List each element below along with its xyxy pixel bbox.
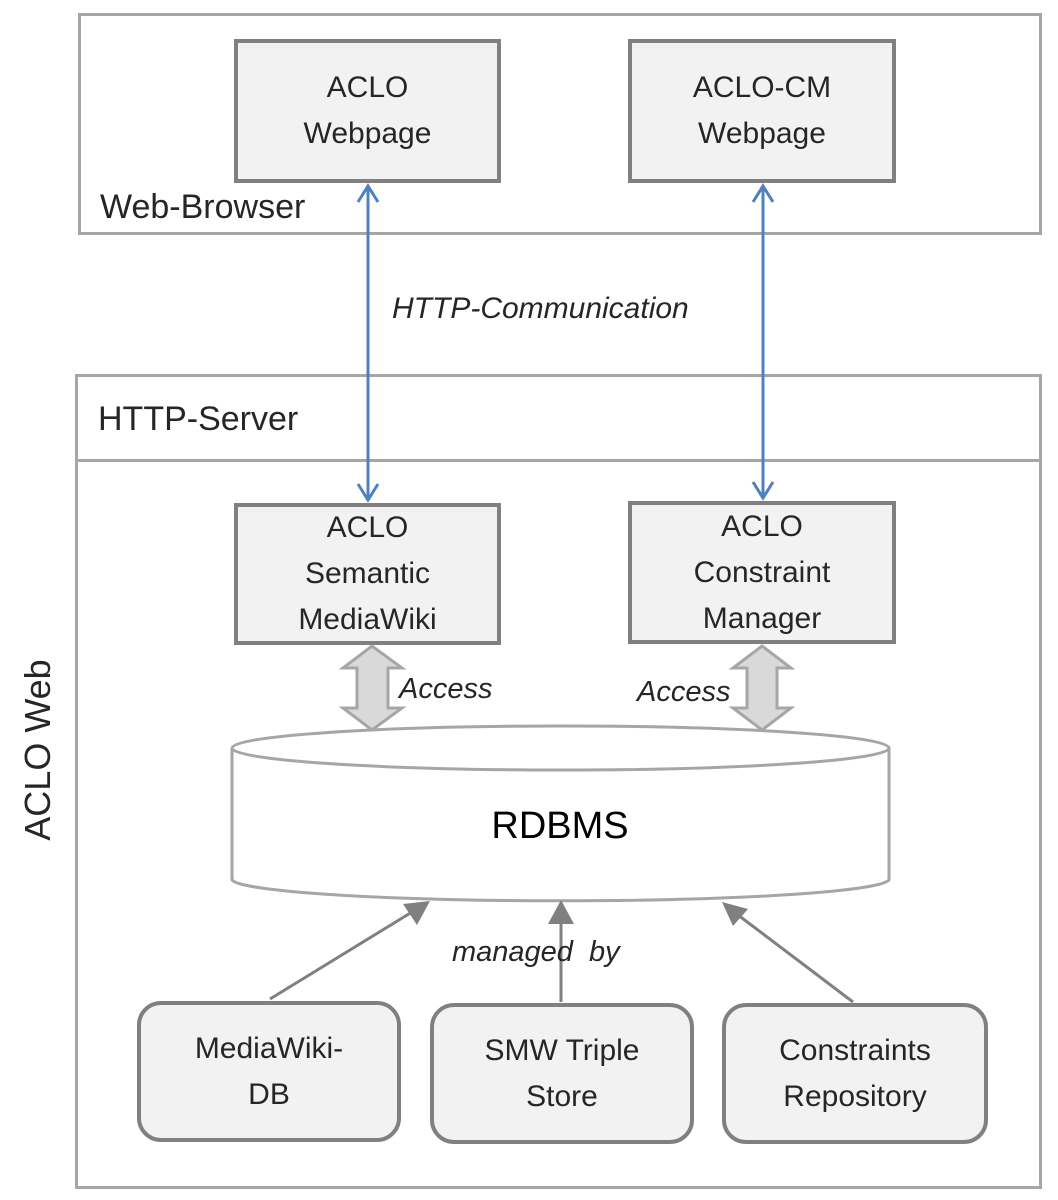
- semantic-mediawiki-box: ACLO Semantic MediaWiki: [234, 503, 501, 645]
- cm-line-2: Constraint: [693, 555, 831, 589]
- aclo-web-title: ACLO Web: [17, 659, 58, 841]
- mediawiki-db-box: MediaWiki- DB: [137, 1001, 401, 1142]
- constraints-repository-line-1: Constraints: [779, 1033, 931, 1067]
- smw-line-3: MediaWiki: [298, 603, 437, 636]
- mediawiki-db-line-2: DB: [248, 1077, 290, 1111]
- smw-triple-store-line-2: Store: [526, 1079, 598, 1113]
- aclo-webpage-line-1: ACLO: [326, 71, 409, 104]
- smw-triple-store-line-1: SMW Triple: [484, 1033, 640, 1067]
- smw-line-1: ACLO: [326, 511, 409, 544]
- aclo-cm-webpage-box: ACLO-CM Webpage: [628, 39, 896, 183]
- rdbms-label: RDBMS: [491, 805, 629, 847]
- web-browser-frame: [78, 13, 1042, 235]
- constraints-repository-box: Constraints Repository: [722, 1003, 988, 1144]
- access-label-right: Access: [637, 676, 731, 708]
- constraints-repository-line-2: Repository: [783, 1079, 927, 1113]
- aclo-webpage-box: ACLO Webpage: [234, 39, 501, 183]
- cm-line-3: Manager: [702, 601, 822, 635]
- http-server-header-divider: [75, 459, 1042, 462]
- web-browser-label: Web-Browser: [100, 188, 306, 226]
- http-server-frame: [75, 374, 1042, 1189]
- smw-triple-store-box: SMW Triple Store: [430, 1003, 694, 1144]
- access-label-left: Access: [399, 673, 493, 705]
- smw-line-2: Semantic: [304, 557, 431, 590]
- constraint-manager-box: ACLO Constraint Manager: [628, 501, 896, 644]
- aclo-cm-webpage-line-1: ACLO-CM: [692, 71, 832, 104]
- http-server-label: HTTP-Server: [98, 400, 299, 438]
- aclo-webpage-line-2: Webpage: [303, 117, 432, 150]
- managed-by-label: managed by: [452, 936, 620, 968]
- aclo-cm-webpage-line-2: Webpage: [698, 117, 826, 150]
- http-communication-label: HTTP-Communication: [392, 292, 689, 325]
- mediawiki-db-line-1: MediaWiki-: [194, 1031, 344, 1065]
- cm-line-1: ACLO: [721, 509, 803, 543]
